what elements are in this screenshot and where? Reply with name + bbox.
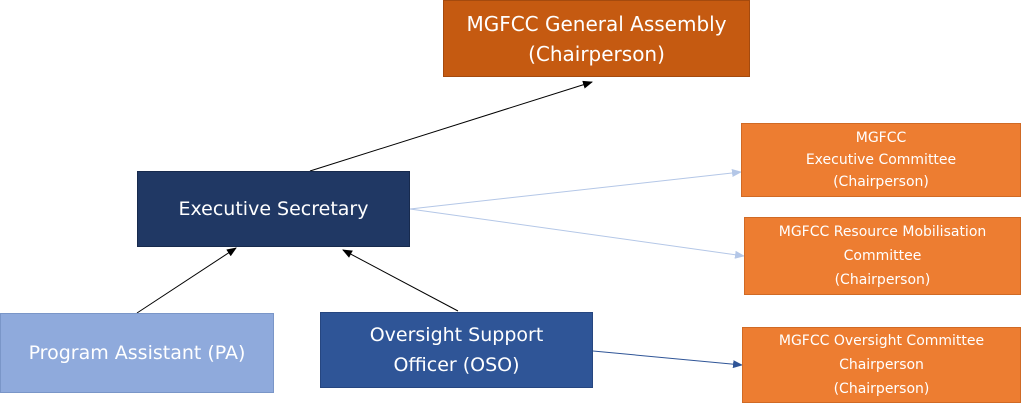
program-assistant-node: Program Assistant (PA) [0, 313, 274, 393]
oversight-committee-line3: (Chairperson) [833, 381, 930, 397]
resource-mobilisation-line1: MGFCC Resource Mobilisation [778, 224, 987, 240]
edge-secretary-to-executive-committee [409, 169, 742, 210]
oversight-support-officer-line1: Oversight Support [369, 324, 544, 346]
executive-committee-line2: Executive Committee [805, 152, 957, 168]
oversight-committee-node: MGFCC Oversight Committee Chairperson (C… [742, 327, 1021, 403]
executive-committee-line1: MGFCC [855, 130, 907, 146]
edge-secretary-to-resource-mobilisation [409, 208, 745, 259]
oversight-support-officer-line2: Officer (OSO) [393, 354, 520, 376]
general-assembly-node: MGFCC General Assembly (Chairperson) [443, 0, 750, 77]
general-assembly-role: (Chairperson) [528, 41, 665, 66]
executive-secretary-node: Executive Secretary [137, 171, 410, 247]
edge-program-assistant-to-secretary [136, 247, 237, 314]
oversight-support-officer-node: Oversight Support Officer (OSO) [320, 312, 593, 388]
program-assistant-label: Program Assistant (PA) [28, 342, 246, 364]
resource-mobilisation-committee-node: MGFCC Resource Mobilisation Committee (C… [744, 217, 1021, 295]
oversight-committee-line1: MGFCC Oversight Committee [778, 333, 985, 349]
executive-committee-node: MGFCC Executive Committee (Chairperson) [741, 123, 1021, 197]
oversight-committee-line2: Chairperson [839, 357, 924, 373]
edge-oso-to-secretary [342, 249, 459, 312]
resource-mobilisation-line3: (Chairperson) [834, 272, 931, 288]
edge-oso-to-oversight-committee [592, 350, 743, 369]
edge-secretary-to-general-assembly [309, 80, 593, 172]
executive-committee-line3: (Chairperson) [833, 174, 929, 190]
executive-secretary-label: Executive Secretary [178, 198, 369, 220]
resource-mobilisation-line2: Committee [843, 248, 922, 264]
general-assembly-title: MGFCC General Assembly [466, 11, 727, 36]
